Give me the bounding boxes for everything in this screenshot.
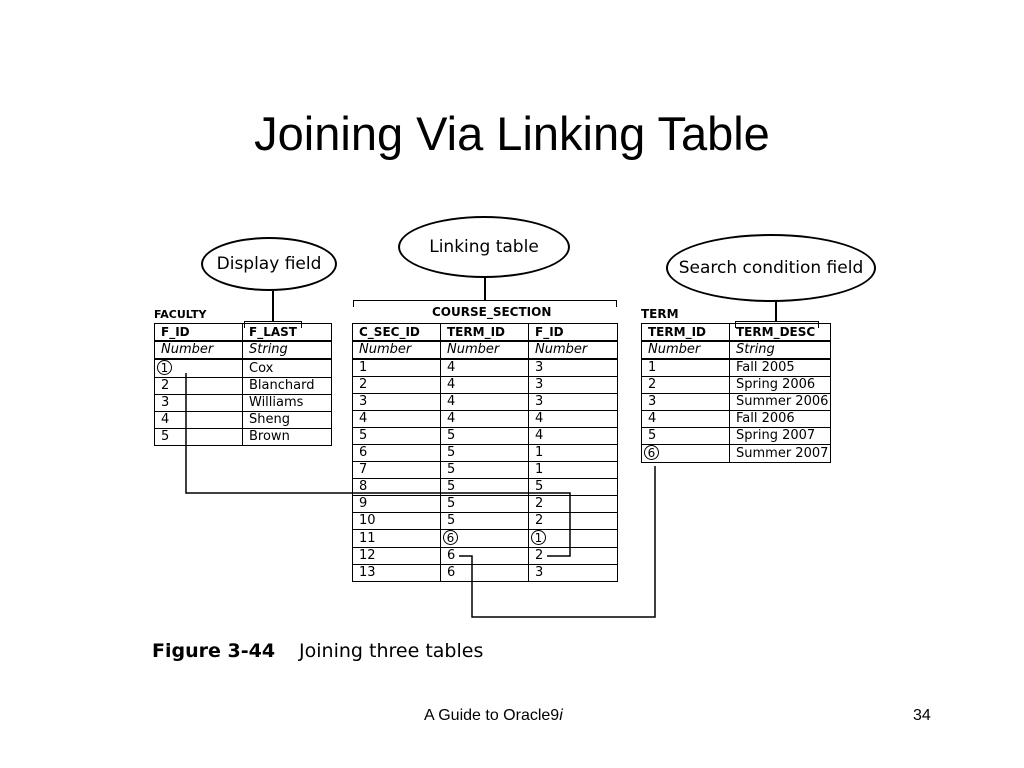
course-type-cell: Number	[528, 340, 618, 360]
search-condition-callout: Search condition field	[666, 234, 876, 302]
table-cell: 3	[528, 564, 618, 582]
table-cell: 13	[352, 564, 441, 582]
course-type-row: Number Number Number	[352, 340, 618, 360]
highlight-circle: 1	[531, 530, 546, 545]
term-type-row: Number String	[641, 340, 831, 360]
course-header-cell: C_SEC_ID	[352, 323, 441, 342]
faculty-type-row: Number String	[154, 340, 332, 360]
course-type-cell: Number	[352, 340, 441, 360]
term-type-cell: Number	[641, 340, 730, 360]
table-cell: Fall 2006	[729, 410, 831, 428]
term-header-cell: TERM_ID	[641, 323, 730, 342]
highlight-circle: 6	[644, 445, 659, 460]
faculty-to-course-connector	[185, 373, 571, 557]
course-header-row: C_SEC_ID TERM_ID F_ID	[352, 323, 618, 342]
display-field-stem	[272, 291, 274, 321]
course-section-table-label: COURSE_SECTION	[432, 305, 552, 319]
figure-number: Figure 3-44	[152, 640, 276, 662]
table-row: 2 Blanchard	[154, 377, 332, 395]
linking-table-bracket	[353, 300, 617, 307]
slide-title: Joining Via Linking Table	[254, 107, 770, 160]
faculty-type-cell: Number	[154, 340, 243, 360]
term-table-label: TERM	[641, 307, 679, 321]
table-cell: 3	[528, 393, 618, 411]
course-header-cell: TERM_ID	[440, 323, 529, 342]
linking-table-callout: Linking table	[398, 216, 570, 278]
faculty-header-cell: F_LAST	[242, 323, 332, 342]
figure-caption: Figure 3-44 Joining three tables	[152, 640, 483, 662]
course-header-cell: F_ID	[528, 323, 618, 342]
table-row: 4 Sheng	[154, 411, 332, 429]
table-cell: 6	[641, 444, 730, 463]
table-row: 11 6 1	[352, 529, 618, 548]
faculty-table: F_ID F_LAST Number String 1 Cox 2 Blanch…	[154, 323, 332, 446]
table-cell: Spring 2006	[729, 376, 831, 394]
footer-text: A Guide to Oracle9i	[424, 707, 563, 725]
footer-main: A Guide to Oracle9	[424, 707, 560, 724]
table-row: 5 Brown	[154, 428, 332, 446]
display-field-callout: Display field	[201, 237, 337, 291]
table-cell: Blanchard	[242, 377, 332, 395]
faculty-header-row: F_ID F_LAST	[154, 323, 332, 342]
linking-table-stem	[484, 278, 486, 300]
term-header-row: TERM_ID TERM_DESC	[641, 323, 831, 342]
table-cell: 5	[154, 428, 243, 446]
course-section-table: C_SEC_ID TERM_ID F_ID Number Number Numb…	[352, 323, 618, 582]
table-cell: Fall 2005	[729, 358, 831, 377]
table-cell: Summer 2007	[729, 444, 831, 463]
faculty-table-label: FACULTY	[154, 308, 207, 321]
table-cell: Brown	[242, 428, 332, 446]
highlight-circle: 1	[157, 360, 172, 375]
table-cell: 4	[528, 410, 618, 428]
search-condition-stem	[775, 302, 777, 321]
faculty-type-cell: String	[242, 340, 332, 360]
term-type-cell: String	[729, 340, 831, 360]
term-header-cell: TERM_DESC	[729, 323, 831, 342]
course-type-cell: Number	[440, 340, 529, 360]
figure-text: Joining three tables	[299, 640, 484, 662]
footer-italic: i	[559, 707, 563, 724]
highlight-circle: 6	[443, 530, 458, 545]
table-row: 6 Summer 2007	[641, 444, 831, 463]
page-number: 34	[913, 707, 931, 724]
term-to-course-connector	[459, 466, 656, 618]
